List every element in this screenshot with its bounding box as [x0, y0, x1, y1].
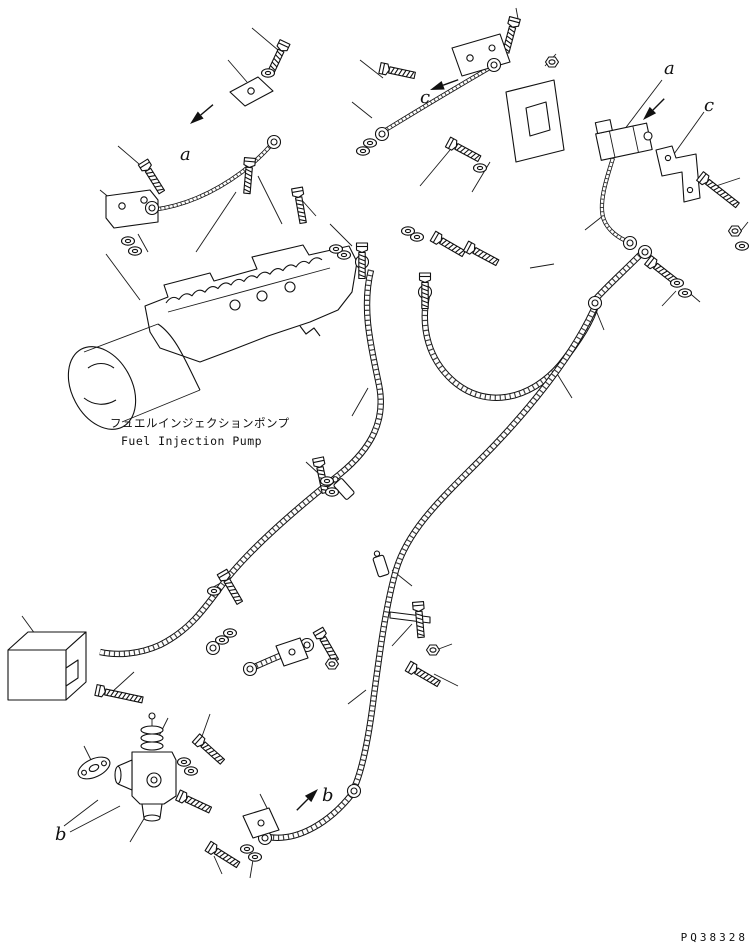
pipe-bracket	[451, 33, 511, 77]
washer-icon	[324, 487, 340, 497]
nut-icon	[324, 658, 340, 670]
washer-icon	[319, 476, 335, 486]
washer-icon	[222, 628, 238, 638]
view-arrow-icon	[639, 94, 669, 124]
bolt-icon	[204, 840, 242, 871]
lower-left-valve-assembly	[7, 628, 238, 822]
banjo-eye-icon	[266, 134, 282, 150]
fuel-hose-return-long	[352, 302, 597, 792]
washer-icon	[669, 278, 685, 288]
banjo-eye-icon	[622, 235, 638, 251]
fuel-hose-right	[594, 252, 643, 301]
banjo-eye-icon	[637, 244, 653, 260]
washer-icon	[328, 244, 344, 254]
banjo-eye-icon	[242, 661, 258, 677]
top-middle-pipe-assembly	[355, 16, 565, 173]
view-callouts: a c a c b b	[55, 58, 714, 845]
lower-middle-bracket	[389, 600, 443, 690]
solenoid-pipe	[602, 158, 629, 242]
fuel-cock-valve	[114, 712, 177, 822]
bolt-icon	[137, 158, 168, 196]
callout-c-top-middle: c	[420, 87, 430, 108]
hose-clamps	[206, 456, 390, 607]
banjo-eye-icon	[346, 783, 362, 799]
banjo-eye-icon	[587, 295, 603, 311]
gasket	[77, 756, 111, 780]
washer-icon	[176, 757, 192, 767]
fuel-pipe-top-left	[152, 144, 272, 210]
callout-b-bottom-left: b	[55, 824, 67, 845]
washer-icon	[677, 288, 693, 298]
washer-icon	[362, 138, 378, 148]
callout-b-bottom-middle: b	[322, 785, 334, 806]
nut-icon	[544, 56, 560, 68]
view-arrow-icon	[292, 785, 322, 815]
lower-short-hose-assembly	[242, 626, 342, 677]
washer-icon	[120, 236, 136, 246]
nut-icon	[425, 644, 441, 656]
washer-icon	[206, 586, 222, 596]
view-arrow-icon	[427, 74, 461, 95]
washer-icon	[183, 766, 199, 776]
view-arrow-icon	[186, 100, 217, 129]
washer-icon	[409, 232, 425, 242]
nut-icon	[727, 225, 743, 237]
callout-a-top-left: a	[180, 144, 191, 165]
banjo-eye-icon	[144, 200, 160, 216]
bottom-hose-end-assembly	[204, 783, 362, 871]
pump-label-english: Fuel Injection Pump	[121, 434, 262, 448]
washer-icon	[472, 163, 488, 173]
callout-a-top-right: a	[664, 58, 675, 79]
washer-icon	[260, 68, 276, 78]
drawing-number: PQ38328	[681, 931, 748, 944]
bolt-icon	[291, 186, 310, 225]
bolt-icon	[175, 789, 214, 816]
bolt-icon	[312, 626, 342, 665]
top-right-solenoid-assembly	[594, 119, 750, 298]
solenoid-bracket	[655, 145, 701, 203]
mounting-plate	[505, 79, 565, 163]
fuel-injection-pump: フュエルインジェクションポンプ Fuel Injection Pump	[67, 244, 358, 448]
hose-clamp-icon	[370, 548, 390, 578]
top-left-pipe-assembly	[105, 39, 310, 256]
callout-c-top-right: c	[704, 95, 714, 116]
banjo-eye-icon	[374, 126, 390, 142]
filter-box-front	[7, 649, 67, 701]
bolt-icon	[462, 240, 501, 269]
bolt-icon	[444, 136, 483, 165]
washer-icon	[127, 246, 143, 256]
washer-icon	[355, 146, 371, 156]
bolt-icon	[94, 684, 145, 706]
washer-icon	[734, 241, 750, 251]
bolt-icon	[378, 62, 417, 82]
clamp-bar	[389, 611, 431, 624]
washer-icon	[247, 852, 263, 862]
washer-icon	[239, 844, 255, 854]
bolt-icon	[429, 230, 468, 260]
bolt-icon	[191, 733, 227, 767]
bolt-icon	[696, 171, 742, 211]
banjo-bolt-icon	[240, 156, 257, 195]
pump-label-japanese: フュエルインジェクションポンプ	[110, 416, 290, 430]
banjo-eye-icon	[486, 57, 502, 73]
